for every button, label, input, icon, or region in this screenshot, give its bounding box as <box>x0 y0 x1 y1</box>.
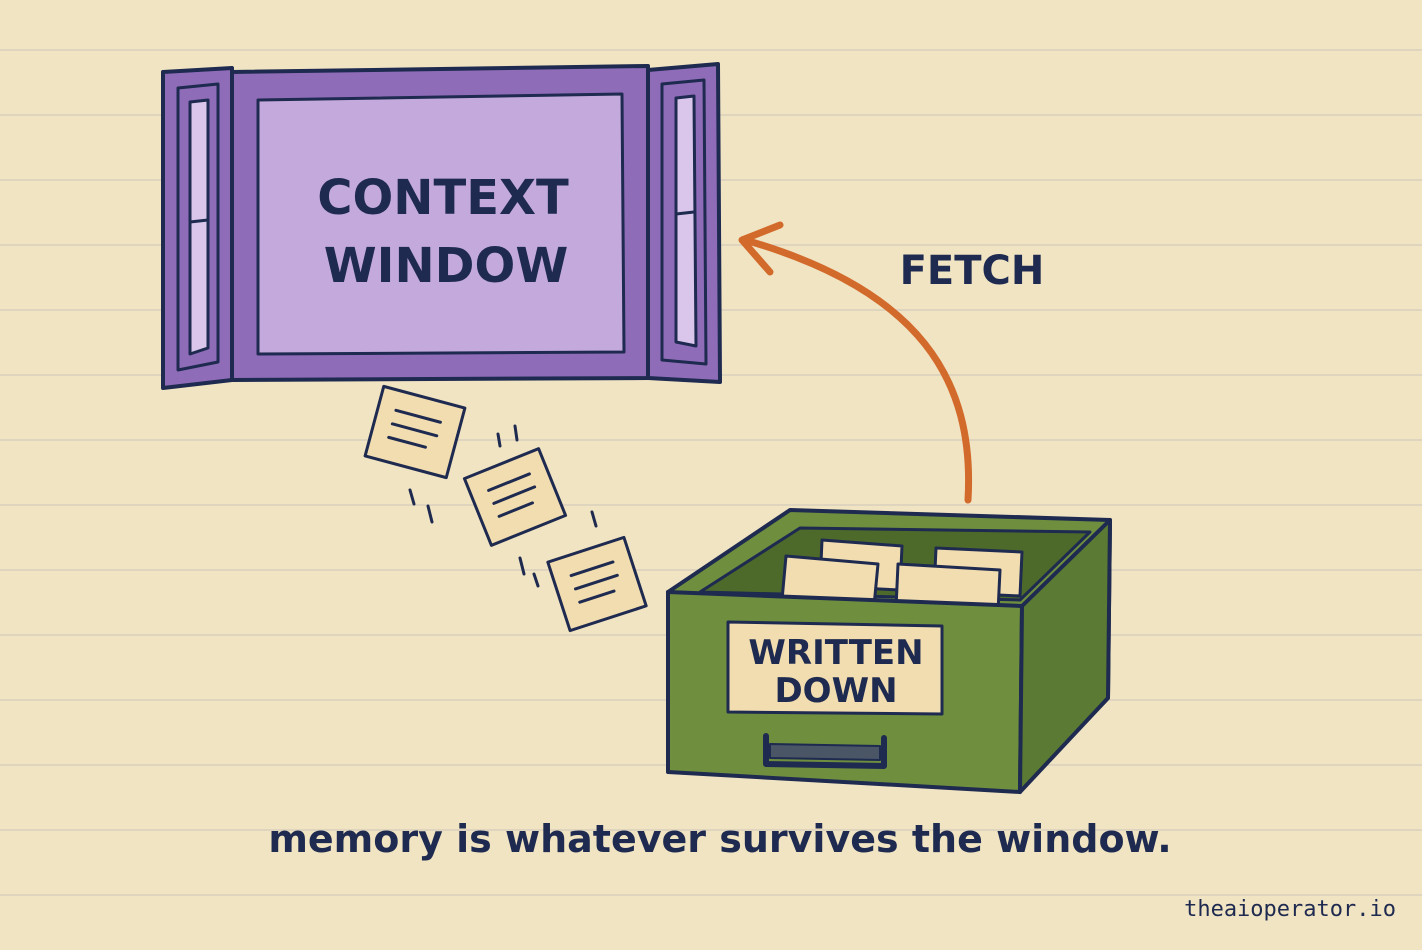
caption: memory is whatever survives the window. <box>268 817 1171 861</box>
open-window-icon <box>161 62 722 390</box>
flying-paper-icon <box>363 384 648 633</box>
curved-arrow-icon <box>738 221 973 504</box>
site-credit: theaioperator.io <box>1184 897 1396 922</box>
drawer-label-line1: WRITTEN <box>748 633 923 673</box>
file-drawer-icon <box>666 508 1112 794</box>
window-label-line1: CONTEXT <box>317 170 569 226</box>
drawer-label-line2: DOWN <box>774 671 897 711</box>
fetch-label: FETCH <box>900 248 1045 294</box>
window-label-line2: WINDOW <box>324 238 569 294</box>
